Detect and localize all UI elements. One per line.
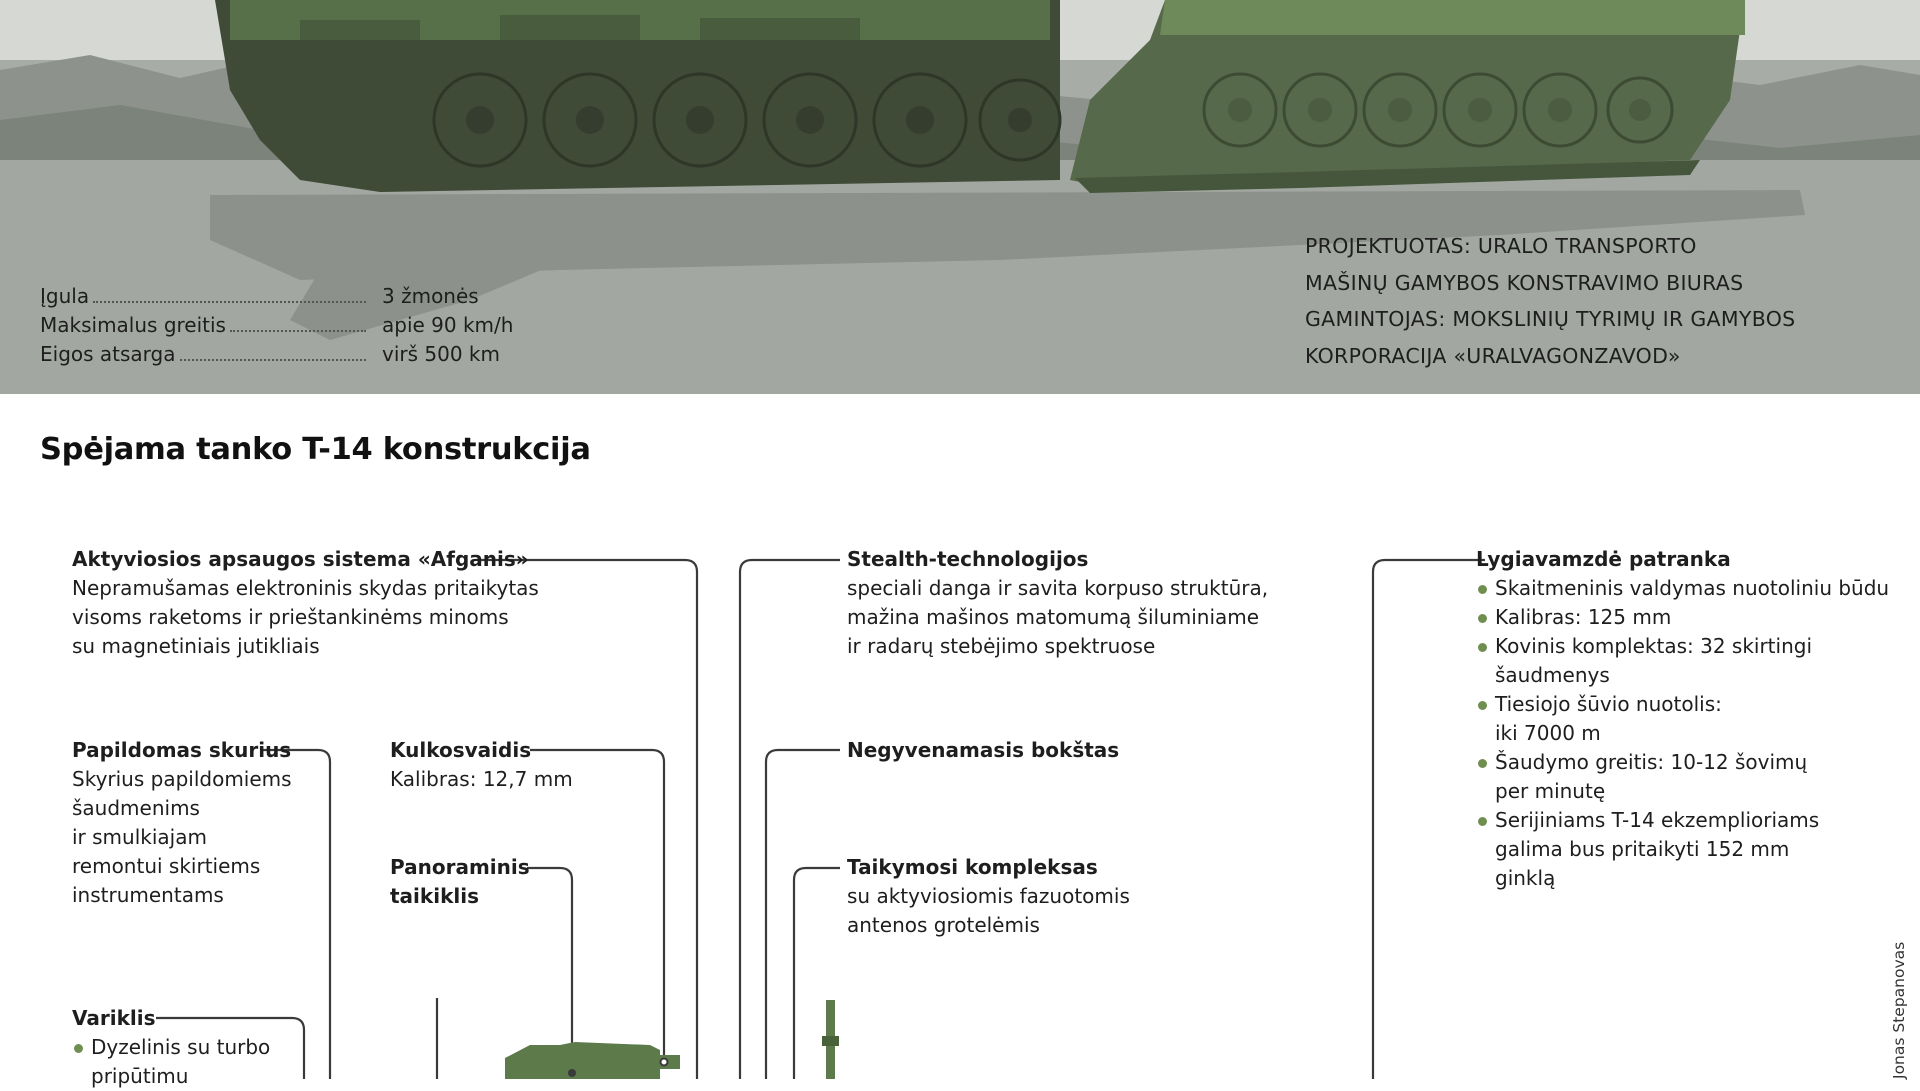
callout-title: Aktyviosios apsaugos sistema «Afganis» — [72, 547, 529, 571]
callout-title: Negyvenamasis bokštas — [847, 738, 1120, 762]
manufacturer-line: GAMINTOJAS: MOKSLINIŲ TYRIMŲ IR GAMYBOS — [1305, 307, 1796, 331]
callout-text: Kalibras: 12,7 mm — [390, 767, 573, 791]
callout-title: Taikymosi kompleksas — [847, 855, 1098, 879]
callout-text: mažina mašinos matomumą šiluminiame — [847, 605, 1260, 629]
callout-title: Papildomas skurius — [72, 738, 292, 762]
manufacturer-line: KORPORACIJA «URALVAGONZAVOD» — [1305, 343, 1681, 368]
callout-text: šaudmenims — [72, 796, 200, 820]
list-item: Tiesiojo šūvio nuotolis:iki 7000 m — [1476, 690, 1889, 748]
callout-text: visoms raketoms ir prieštankinėms minoms — [72, 605, 509, 629]
callout-targeting-complex: Taikymosi kompleksas su aktyviosiomis fa… — [847, 853, 1130, 940]
callout-text: antenos grotelėmis — [847, 913, 1040, 937]
callout-list: Skaitmeninis valdymas nuotoliniu būdu Ka… — [1476, 574, 1889, 893]
callout-afganis: Aktyviosios apsaugos sistema «Afganis» N… — [72, 545, 539, 661]
manufacturer-line: PROJEKTUOTAS: URALO TRANSPORTO — [1305, 234, 1697, 258]
callout-title: Kulkosvaidis — [390, 738, 532, 762]
callout-text: speciali danga ir savita korpuso struktū… — [847, 576, 1269, 600]
callout-title: Lygiavamzdė patranka — [1476, 547, 1731, 571]
manufacturer-line: MAŠINŲ GAMYBOS KONSTRAVIMO BIURAS — [1305, 270, 1744, 295]
callout-stealth: Stealth-technologijos speciali danga ir … — [847, 545, 1268, 661]
tank-illustration — [0, 0, 1920, 394]
spec-value: 3 žmonės — [382, 284, 479, 308]
spec-value: virš 500 km — [382, 342, 500, 366]
callout-machine-gun: Kulkosvaidis Kalibras: 12,7 mm — [390, 736, 573, 794]
callout-turret: Negyvenamasis bokštas — [847, 736, 1119, 765]
spec-table: Įgula 3 žmonės Maksimalus greitis apie 9… — [40, 282, 560, 369]
callout-title: Panoraminis — [390, 855, 530, 879]
callout-text: remontui skirtiems — [72, 854, 261, 878]
callout-text: Nepramušamas elektroninis skydas pritaik… — [72, 576, 539, 600]
callout-panoramic-sight: Panoraminis taikiklis — [390, 853, 530, 911]
callout-text: su magnetiniais jutikliais — [72, 634, 320, 658]
callout-text: instrumentams — [72, 883, 224, 907]
callout-title: Stealth-technologijos — [847, 547, 1089, 571]
callout-title: Variklis — [72, 1006, 156, 1030]
list-item: Skaitmeninis valdymas nuotoliniu būdu — [1476, 574, 1889, 603]
section-title: Spėjama tanko T-14 konstrukcija — [40, 432, 591, 467]
spec-label: Įgula — [40, 284, 90, 308]
spec-label: Maksimalus greitis — [40, 313, 226, 337]
callout-text: ir radarų stebėjimo spektruose — [847, 634, 1156, 658]
hero-illustration: Įgula 3 žmonės Maksimalus greitis apie 9… — [0, 0, 1920, 394]
spec-row: Maksimalus greitis apie 90 km/h — [40, 311, 560, 340]
callout-text: Skyrius papildomiems — [72, 767, 292, 791]
leader-lines — [156, 558, 1485, 1079]
callout-title: taikiklis — [390, 884, 479, 908]
spec-value: apie 90 km/h — [382, 313, 514, 337]
callout-text: su aktyviosiomis fazuotomis — [847, 884, 1130, 908]
callout-cannon: Lygiavamzdė patranka Skaitmeninis valdym… — [1476, 545, 1889, 893]
spec-label: Eigos atsarga — [40, 342, 176, 366]
manufacturer-info: PROJEKTUOTAS: URALO TRANSPORTO MAŠINŲ GA… — [1305, 228, 1795, 374]
author-credit: Jonas Stepanovas — [1890, 941, 1908, 1079]
spec-row: Eigos atsarga virš 500 km — [40, 340, 560, 369]
list-item: Kalibras: 125 mm — [1476, 603, 1889, 632]
callout-extra-compartment: Papildomas skurius Skyrius papildomiems … — [72, 736, 292, 910]
callout-text: ir smulkiajam — [72, 825, 207, 849]
spec-row: Įgula 3 žmonės — [40, 282, 560, 311]
